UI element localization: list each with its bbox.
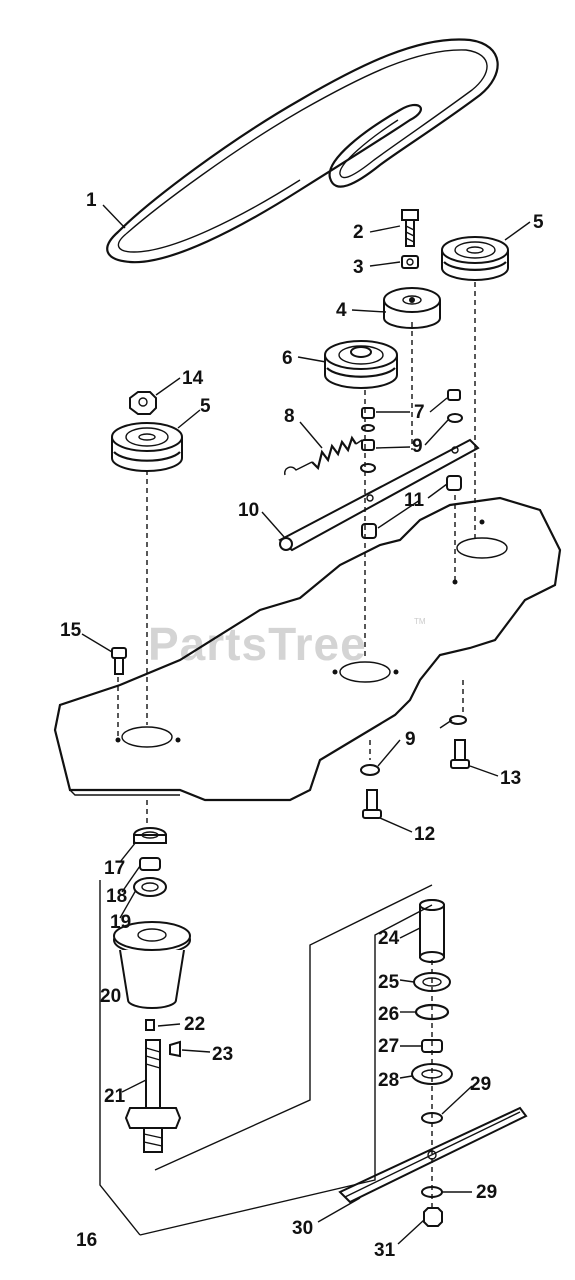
callout-2: 2: [353, 222, 364, 243]
callout-21: 21: [104, 1086, 126, 1107]
assembly-bracket: [99, 880, 433, 1236]
callout-13: 13: [500, 768, 521, 789]
watermark: PartsTree TM: [148, 617, 426, 670]
part-12-bolt[interactable]: [362, 789, 382, 819]
callout-29-lower: 29: [476, 1182, 497, 1203]
part-30-blade[interactable]: [338, 1106, 528, 1204]
part-6-drive-pulley[interactable]: [324, 340, 398, 389]
watermark-tm: TM: [414, 617, 426, 626]
callout-19: 19: [110, 912, 131, 933]
callout-25: 25: [378, 972, 400, 993]
part-1-belt[interactable]: [106, 38, 499, 264]
callout-26: 26: [378, 1004, 399, 1025]
callout-3: 3: [353, 257, 364, 278]
part-10-idler-arm[interactable]: [278, 438, 480, 552]
callout-8: 8: [284, 406, 295, 427]
callout-31: 31: [374, 1240, 396, 1261]
callout-28: 28: [378, 1070, 399, 1091]
part-13-bolt[interactable]: [450, 739, 470, 769]
part-5-pulley-right[interactable]: [441, 236, 509, 281]
part-17-bearing-seal[interactable]: [133, 827, 167, 844]
callout-20: 20: [100, 986, 121, 1007]
part-31-nut[interactable]: [423, 1207, 443, 1227]
callout-9-upper: 9: [412, 436, 423, 457]
callout-11: 11: [404, 490, 425, 511]
callout-6: 6: [282, 348, 293, 369]
callout-5-left: 5: [200, 396, 211, 417]
part-18-bearing[interactable]: [139, 857, 161, 871]
part-9-lower-washer[interactable]: [360, 715, 467, 776]
part-3-nut[interactable]: [401, 255, 419, 269]
callout-14: 14: [182, 368, 204, 389]
callout-16: 16: [76, 1230, 97, 1251]
callout-15: 15: [60, 620, 82, 641]
part-2-bolt[interactable]: [401, 209, 419, 247]
alignment-lines: [117, 282, 476, 825]
callout-23: 23: [212, 1044, 233, 1065]
callout-30: 30: [292, 1218, 313, 1239]
part-23-key[interactable]: [169, 1040, 181, 1058]
callout-22: 22: [184, 1014, 205, 1035]
part-4-idler-pulley[interactable]: [383, 287, 441, 329]
callout-27: 27: [378, 1036, 399, 1057]
callout-1: 1: [86, 190, 97, 211]
part-22-grease-fitting[interactable]: [145, 1019, 155, 1031]
part-8-spring[interactable]: [284, 435, 363, 476]
part-19-bearing[interactable]: [133, 877, 167, 897]
watermark-text: PartsTree: [148, 618, 367, 670]
callout-7: 7: [414, 402, 425, 423]
callout-10: 10: [238, 500, 259, 521]
callout-5-right: 5: [533, 212, 544, 233]
callout-12: 12: [414, 824, 435, 845]
callout-9-lower: 9: [405, 729, 416, 750]
deck-plate: [53, 496, 562, 802]
callout-labels: 1 2 3 4 5 5 6 7 8 9 9 10 11 12 13 14 15 …: [60, 190, 544, 1261]
callout-24: 24: [378, 928, 400, 949]
part-14-nut[interactable]: [129, 391, 157, 415]
callout-29-upper: 29: [470, 1074, 491, 1095]
part-20-spindle-housing[interactable]: [113, 921, 191, 1009]
part-5-pulley-left[interactable]: [111, 422, 183, 472]
callout-17: 17: [104, 858, 125, 879]
part-15-bolt[interactable]: [111, 647, 127, 675]
part-21-spindle-shaft[interactable]: [124, 1039, 182, 1153]
callout-18: 18: [106, 886, 127, 907]
leader-lines: [81, 204, 531, 1245]
callout-4: 4: [336, 300, 347, 321]
